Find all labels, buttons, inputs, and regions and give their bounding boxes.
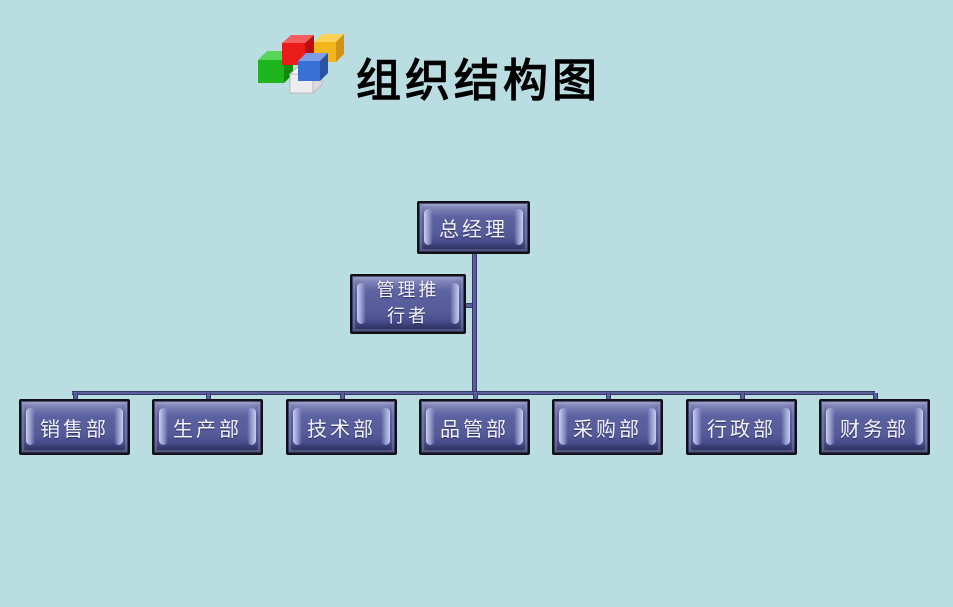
org-node-dept-production: 生产部 xyxy=(152,399,263,455)
connector-stub-finance xyxy=(873,393,878,400)
org-node-general-manager: 总经理 xyxy=(417,201,530,254)
org-node-label: 技术部 xyxy=(307,416,376,441)
connector-stub-production xyxy=(206,393,211,400)
red-cube xyxy=(282,35,314,65)
cubes-logo-icon xyxy=(258,34,344,95)
org-node-dept-procurement: 采购部 xyxy=(552,399,663,455)
org-node-label: 生产部 xyxy=(173,416,242,441)
connector-root-drop xyxy=(472,254,477,395)
org-node-label: 销售部 xyxy=(40,416,109,441)
blue-cube xyxy=(298,53,328,81)
connector-stub-technology xyxy=(340,393,345,400)
org-node-label: 财务部 xyxy=(840,416,909,441)
org-node-dept-admin: 行政部 xyxy=(686,399,797,455)
org-node-label: 总经理 xyxy=(439,217,508,241)
org-node-label: 行政部 xyxy=(707,416,776,441)
connector-stub-quality xyxy=(473,393,478,400)
org-node-label: 品管部 xyxy=(440,416,509,441)
org-node-label-line2: 行者 xyxy=(387,306,429,327)
org-node-dept-finance: 财务部 xyxy=(819,399,930,455)
org-node-management-promoter: 管理推 行者 xyxy=(350,274,466,334)
org-node-dept-sales: 销售部 xyxy=(19,399,130,455)
connector-assistant xyxy=(466,303,472,308)
connector-stub-procurement xyxy=(606,393,611,400)
connector-stub-sales xyxy=(73,393,78,400)
org-node-label-line1: 管理推 xyxy=(376,280,440,301)
org-node-dept-technology: 技术部 xyxy=(286,399,397,455)
connector-stub-admin xyxy=(740,393,745,400)
org-node-label: 采购部 xyxy=(573,416,642,441)
page-title: 组织结构图 xyxy=(356,55,602,106)
org-node-dept-quality: 品管部 xyxy=(419,399,530,455)
